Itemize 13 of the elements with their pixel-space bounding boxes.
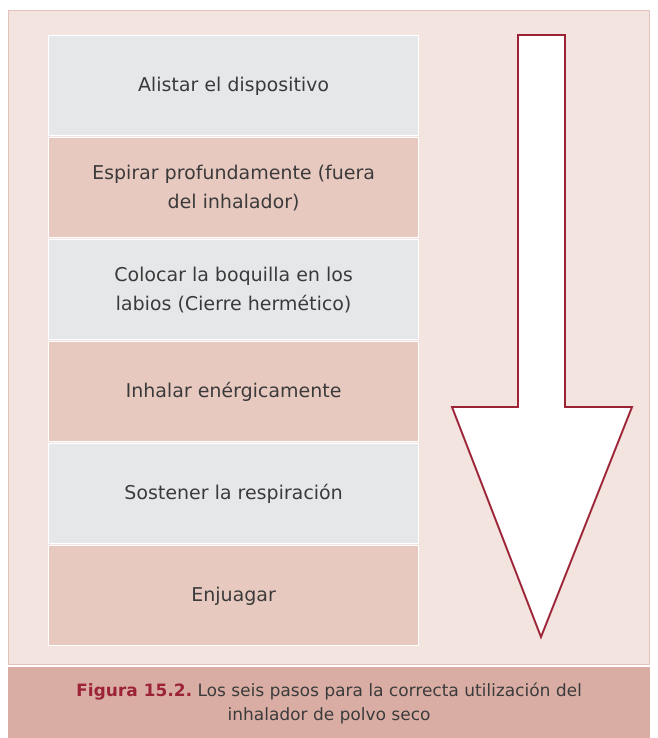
step-box [48,443,419,544]
step-box [48,35,419,136]
step-box [48,341,419,442]
step-text: Espirar profundamente (fuera del inhalador) [91,160,376,214]
figure-caption: Figura 15.2. Los seis pasos para la correcta utilización del inhalador de polvo seco [75,680,583,726]
step-text: Alistar el dispositivo [136,73,330,98]
step-text: Sostener la respiración [123,481,344,506]
step-box [48,239,419,340]
step-text: Colocar la boquilla en los labios (Cierre hermético) [113,262,354,316]
step-text: Inhalar enérgicamente [124,379,342,404]
step-text: Enjuagar [190,583,277,608]
step-box [48,137,419,238]
step-box [48,545,419,646]
